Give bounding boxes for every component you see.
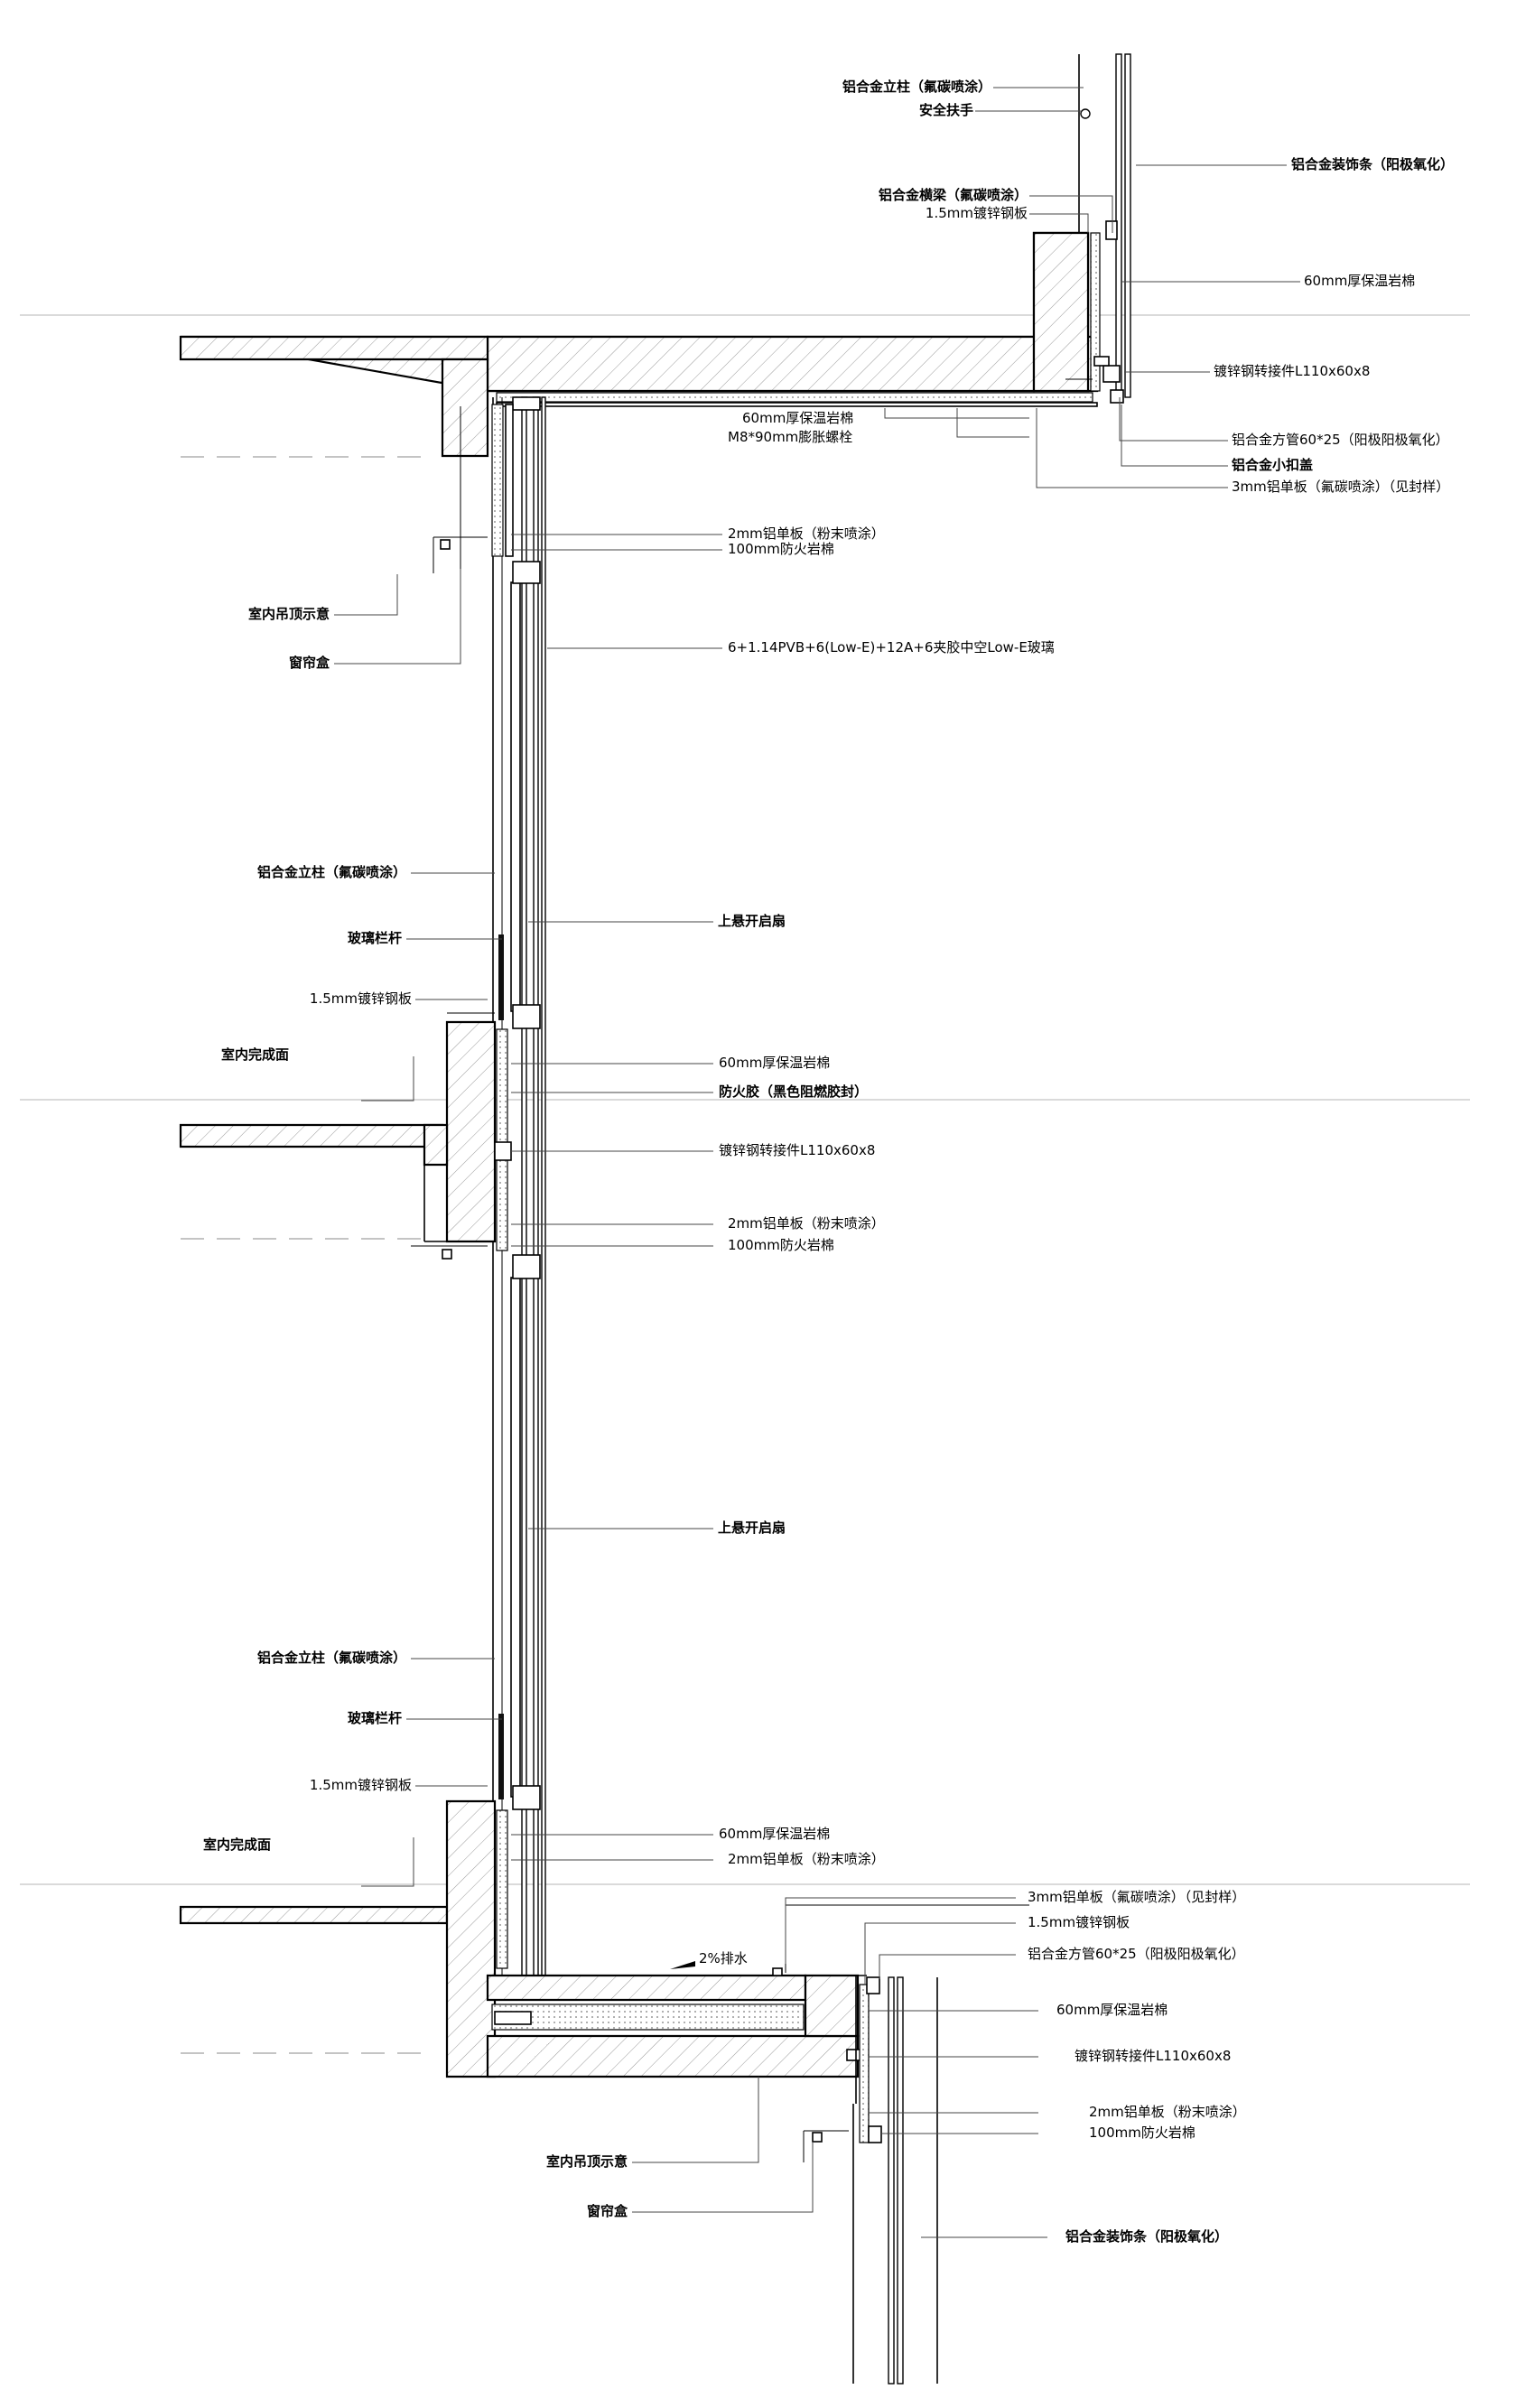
label-floor-mid-3: 镀锌钢转接件L110x60x8 xyxy=(719,1142,875,1158)
leader-lines xyxy=(334,87,1300,2238)
top-parapet-and-slab xyxy=(179,53,1131,458)
label-top-upper-5: 60mm厚保温岩棉 xyxy=(1304,273,1415,289)
label-floor-mid-1: 60mm厚保温岩棉 xyxy=(719,1055,830,1071)
label-window-top-1: 100mm防火岩棉 xyxy=(728,541,834,557)
drain-arrow xyxy=(670,1961,695,1969)
label-floor-low-3: 3mm铝单板（氟碳喷涂）（见封样） xyxy=(1028,1889,1245,1905)
label-top-upper-7: 铝合金方管60*25（阳极阳极氧化） xyxy=(1232,432,1449,448)
label-floor-low-5: 2%排水 xyxy=(699,1950,748,1966)
label-floor-low-4: 1.5mm镀锌钢板 xyxy=(1028,1914,1130,1930)
label-window-top-0: 2mm铝单板（粉末喷涂） xyxy=(728,525,885,542)
label-floor-mid-4: 2mm铝单板（粉末喷涂） xyxy=(728,1215,885,1232)
label-floor-low-1: 60mm厚保温岩棉 xyxy=(719,1826,830,1842)
label-top-upper-8: 铝合金小扣盖 xyxy=(1232,457,1313,473)
glass-railing-handle-2 xyxy=(498,1714,504,1799)
label-floor-low-8: 镀锌钢转接件L110x60x8 xyxy=(1074,2048,1231,2064)
middle-floor-slab xyxy=(179,1012,512,1260)
label-window1-1: 玻璃栏杆 xyxy=(348,930,402,946)
label-floor-low-12: 窗帘盒 xyxy=(587,2203,628,2219)
label-floor-low-10: 100mm防火岩棉 xyxy=(1089,2124,1195,2141)
label-floor-low-11: 室内吊顶示意 xyxy=(546,2153,628,2170)
label-floor-mid-2: 防火胶（黑色阻燃胶封） xyxy=(719,1083,868,1100)
label-window1-0: 铝合金立柱（氟碳喷涂） xyxy=(257,864,406,880)
label-top-slab-0: 60mm厚保温岩棉 xyxy=(742,410,853,426)
label-top-slab-1: M8*90mm膨胀螺栓 xyxy=(728,429,852,445)
label-floor-mid-0: 室内完成面 xyxy=(221,1046,289,1063)
label-top-upper-0: 铝合金立柱（氟碳喷涂） xyxy=(842,79,991,95)
label-top-upper-4: 1.5mm镀锌钢板 xyxy=(926,205,1028,221)
label-floor-low-2: 2mm铝单板（粉末喷涂） xyxy=(728,1851,885,1867)
label-top-upper-3: 铝合金横梁（氟碳喷涂） xyxy=(879,187,1028,203)
label-floor-low-0: 室内完成面 xyxy=(203,1836,271,1853)
callout-labels: 铝合金立柱（氟碳喷涂） 安全扶手 铝合金装饰条（阳极氧化） 铝合金横梁（氟碳喷涂… xyxy=(203,79,1454,2245)
label-floor-low-13: 铝合金装饰条（阳极氧化） xyxy=(1065,2228,1228,2245)
label-window1-2: 1.5mm镀锌钢板 xyxy=(310,990,412,1007)
label-window1-3: 上悬开启扇 xyxy=(718,913,786,929)
label-top-upper-9: 3mm铝单板（氟碳喷涂）（见封样） xyxy=(1232,479,1449,495)
label-window2-0: 上悬开启扇 xyxy=(718,1520,786,1536)
top-beam xyxy=(441,358,489,458)
label-floor-mid-5: 100mm防火岩棉 xyxy=(728,1237,834,1253)
label-top-left-0: 室内吊顶示意 xyxy=(248,606,330,622)
lower-floor-slab xyxy=(179,1799,1029,2385)
glass-railing-handle-1 xyxy=(498,934,504,1020)
label-floor-low-9: 2mm铝单板（粉末喷涂） xyxy=(1089,2104,1246,2120)
label-window2-3: 1.5mm镀锌钢板 xyxy=(310,1777,412,1793)
label-floor-low-7: 60mm厚保温岩棉 xyxy=(1056,2002,1168,2018)
floor-level-lines xyxy=(20,314,1470,2054)
label-window-top-2: 6+1.14PVB+6(Low-E)+12A+6夹胶中空Low-E玻璃 xyxy=(728,639,1055,655)
label-window2-1: 铝合金立柱（氟碳喷涂） xyxy=(257,1650,406,1666)
label-top-upper-2: 铝合金装饰条（阳极氧化） xyxy=(1291,156,1454,172)
label-floor-low-6: 铝合金方管60*25（阳极阳极氧化） xyxy=(1028,1946,1245,1962)
label-window2-2: 玻璃栏杆 xyxy=(348,1710,402,1726)
label-top-upper-6: 镀锌钢转接件L110x60x8 xyxy=(1214,363,1370,379)
upper-spandrel xyxy=(433,404,514,573)
label-top-left-1: 窗帘盒 xyxy=(289,655,330,671)
label-top-upper-1: 安全扶手 xyxy=(919,102,973,118)
